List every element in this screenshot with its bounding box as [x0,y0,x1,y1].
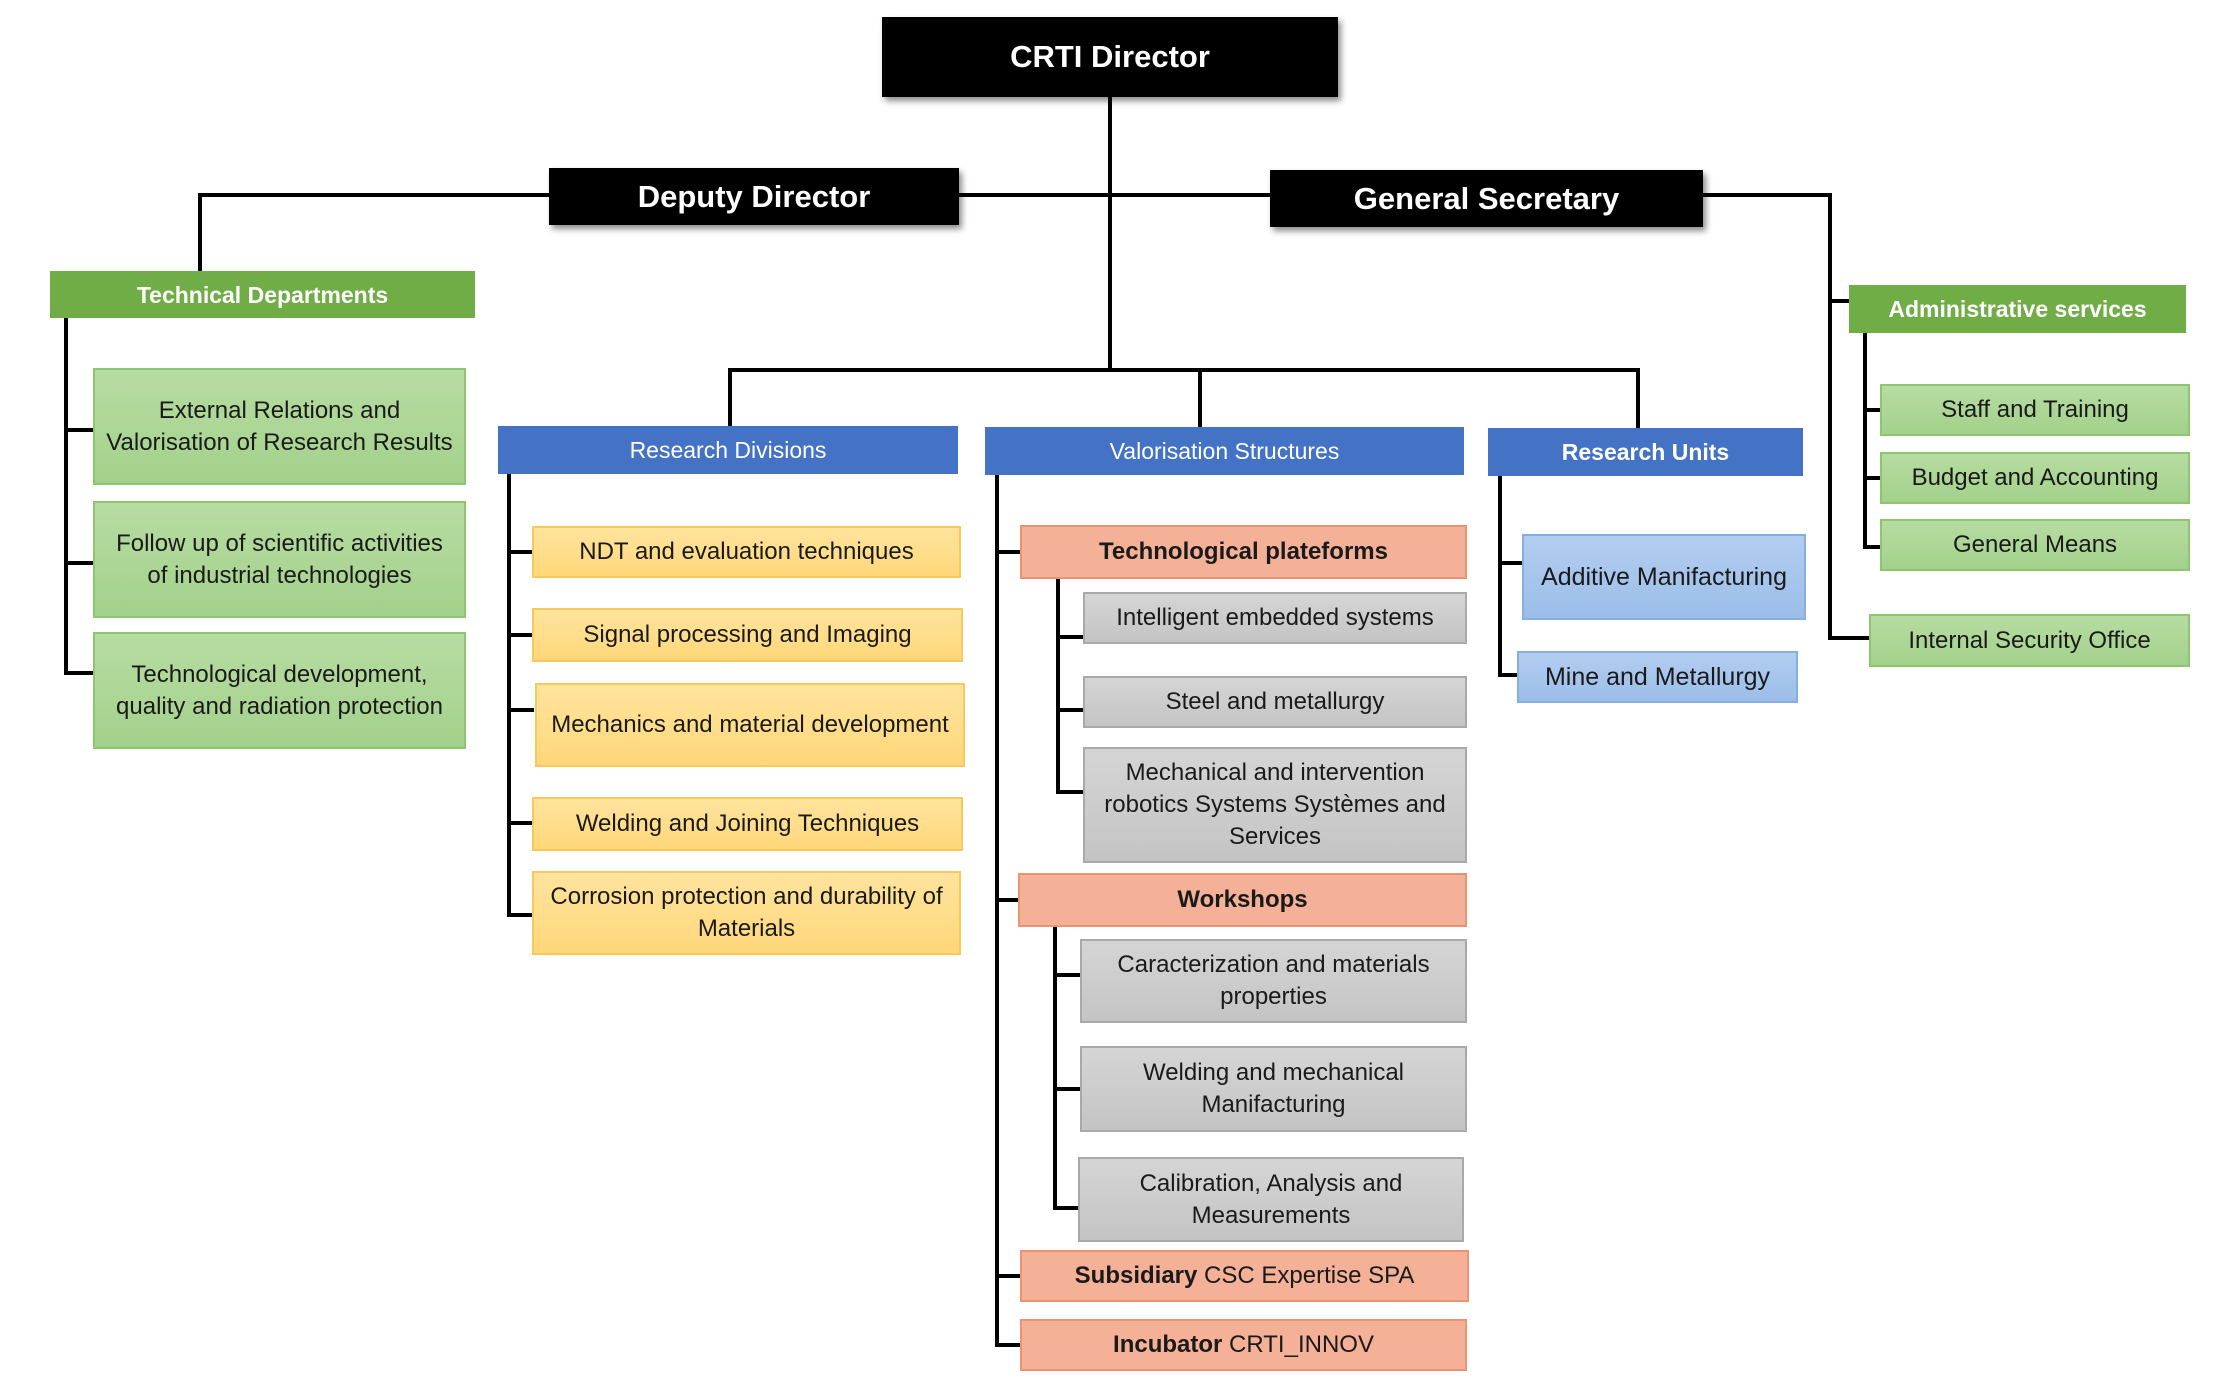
deputy-director-box: Deputy Director [549,168,959,225]
subsidiary-box: Subsidiary CSC Expertise SPA [1020,1250,1469,1302]
general-secretary-box: General Secretary [1270,170,1703,227]
tech-dept-item: Technological development, quality and r… [93,632,466,749]
research-division-item: Signal processing and Imaging [532,608,963,662]
incubator-box: Incubator CRTI_INNOV [1020,1319,1467,1371]
administrative-services-header: Administrative services [1849,285,2186,333]
workshops-header: Workshops [1018,873,1467,927]
research-units-header: Research Units [1488,428,1803,476]
research-division-item: Mechanics and material development [535,683,965,767]
research-division-item: Welding and Joining Techniques [532,797,963,851]
workshop-item: Calibration, Analysis and Measurements [1078,1157,1464,1242]
platform-item: Steel and metallurgy [1083,676,1467,728]
director-box: CRTI Director [882,17,1338,97]
platform-item: Mechanical and intervention robotics Sys… [1083,747,1467,863]
research-divisions-header: Research Divisions [498,426,958,474]
subsidiary-name: CSC Expertise SPA [1197,1262,1415,1289]
platform-item: Intelligent embedded systems [1083,592,1467,644]
incubator-name: CRTI_INNOV [1222,1331,1374,1358]
tech-dept-item: Follow up of scientific activities of in… [93,501,466,618]
admin-service-item: General Means [1880,519,2190,571]
tech-dept-item: External Relations and Valorisation of R… [93,368,466,485]
incubator-label: Incubator [1113,1331,1223,1358]
valorisation-structures-header: Valorisation Structures [985,427,1464,475]
internal-security-office-box: Internal Security Office [1869,614,2190,667]
research-division-item: NDT and evaluation techniques [532,526,961,578]
admin-service-item: Staff and Training [1880,384,2190,436]
research-unit-item: Mine and Metallurgy [1517,651,1798,703]
research-division-item: Corrosion protection and durability of M… [532,871,961,955]
admin-service-item: Budget and Accounting [1880,452,2190,504]
workshop-item: Caracterization and materials properties [1080,939,1467,1023]
workshop-item: Welding and mechanical Manifacturing [1080,1046,1467,1132]
technological-plateforms-header: Technological plateforms [1020,525,1467,579]
technical-departments-header: Technical Departments [50,271,475,318]
research-unit-item: Additive Manifacturing [1522,534,1806,620]
subsidiary-label: Subsidiary [1074,1262,1198,1289]
